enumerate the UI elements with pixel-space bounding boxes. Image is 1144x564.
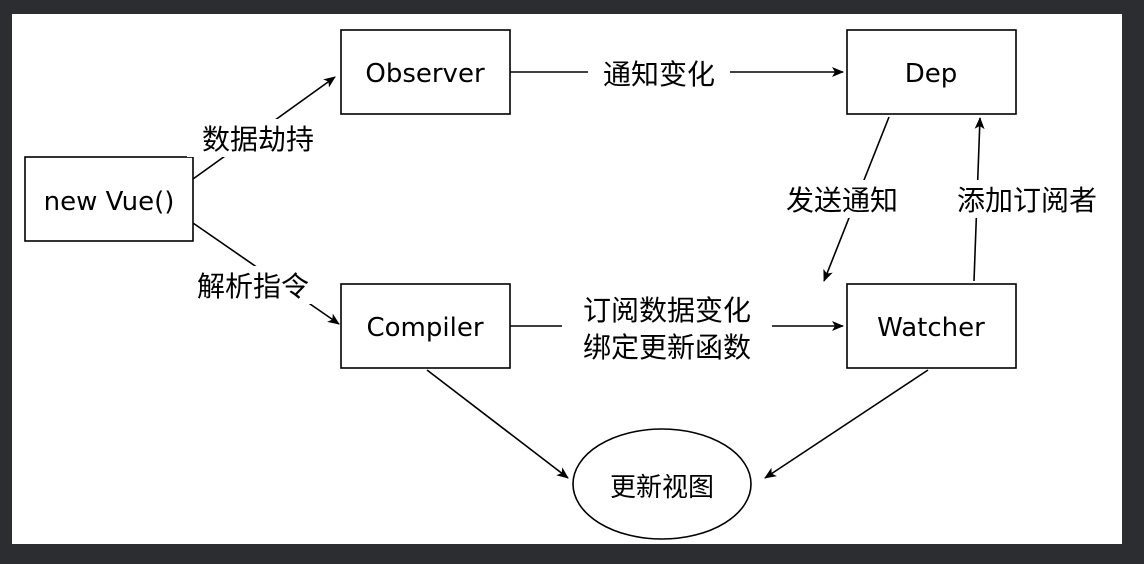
label-add-subscriber: 添加订阅者 (941, 180, 1113, 218)
node-observer-label: Observer (365, 59, 485, 89)
label-notify-change: 通知变化 (588, 54, 730, 92)
label-send-notify-text: 发送通知 (786, 184, 898, 217)
node-dep-label: Dep (905, 59, 958, 89)
node-new-vue: new Vue() (24, 156, 194, 242)
node-observer: Observer (340, 29, 511, 115)
label-add-subscriber-text: 添加订阅者 (957, 184, 1097, 217)
label-hijack: 数据劫持 (187, 119, 329, 157)
edge-compiler-to-view (426, 369, 569, 479)
label-parse-text: 解析指令 (197, 270, 309, 303)
node-watcher-label: Watcher (877, 313, 985, 343)
diagram-canvas: new Vue() Observer Dep Compiler Watcher … (12, 14, 1122, 544)
node-update-view: 更新视图 (572, 428, 752, 540)
node-new-vue-label: new Vue() (44, 187, 175, 217)
label-subscribe: 订阅数据变化 绑定更新函数 (562, 292, 772, 370)
node-watcher: Watcher (846, 283, 1017, 369)
label-send-notify: 发送通知 (771, 180, 913, 218)
label-hijack-text: 数据劫持 (202, 123, 314, 156)
node-dep: Dep (846, 29, 1017, 115)
label-subscribe-line1: 订阅数据变化 (583, 294, 751, 327)
label-notify-change-text: 通知变化 (603, 58, 715, 91)
node-update-view-label: 更新视图 (610, 473, 714, 503)
node-compiler-label: Compiler (366, 313, 483, 343)
label-parse: 解析指令 (182, 266, 324, 304)
edge-watcher-to-view (764, 369, 929, 479)
diagram-svg: new Vue() Observer Dep Compiler Watcher … (24, 29, 1113, 540)
label-subscribe-line2: 绑定更新函数 (583, 331, 751, 364)
node-compiler: Compiler (340, 283, 511, 369)
